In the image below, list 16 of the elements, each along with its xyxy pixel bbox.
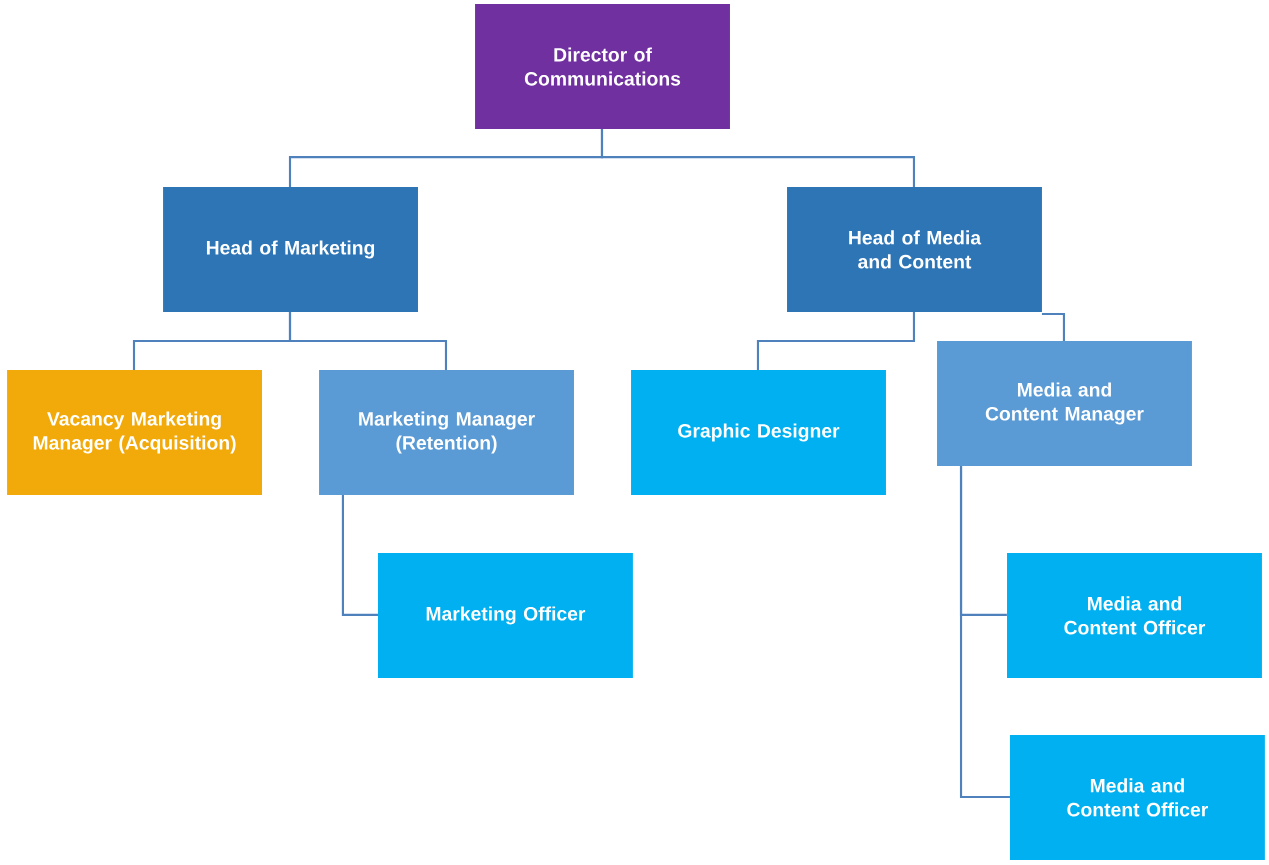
role-box: Head of Media and Content [787,186,1042,312]
role-box: Media and Content Manager [937,340,1192,466]
role-box: Marketing Officer [378,552,633,678]
role-box: Media and Content Officer [1009,734,1265,860]
connector-line [756,312,916,370]
role-box: Media and Content Officer [1007,552,1262,678]
connector-line [288,312,448,370]
role-box: Vacancy Marketing Manager (Acquisition) [7,370,262,496]
connector-line [1041,312,1065,342]
connector-line [341,494,378,616]
connector-line [959,466,1010,799]
connector-line [600,129,916,187]
role-box: Graphic Designer [631,370,886,496]
role-box: Head of Marketing [163,186,418,312]
role-box: Marketing Manager (Retention) [319,370,574,496]
role-box: Director of Communications [475,4,730,130]
